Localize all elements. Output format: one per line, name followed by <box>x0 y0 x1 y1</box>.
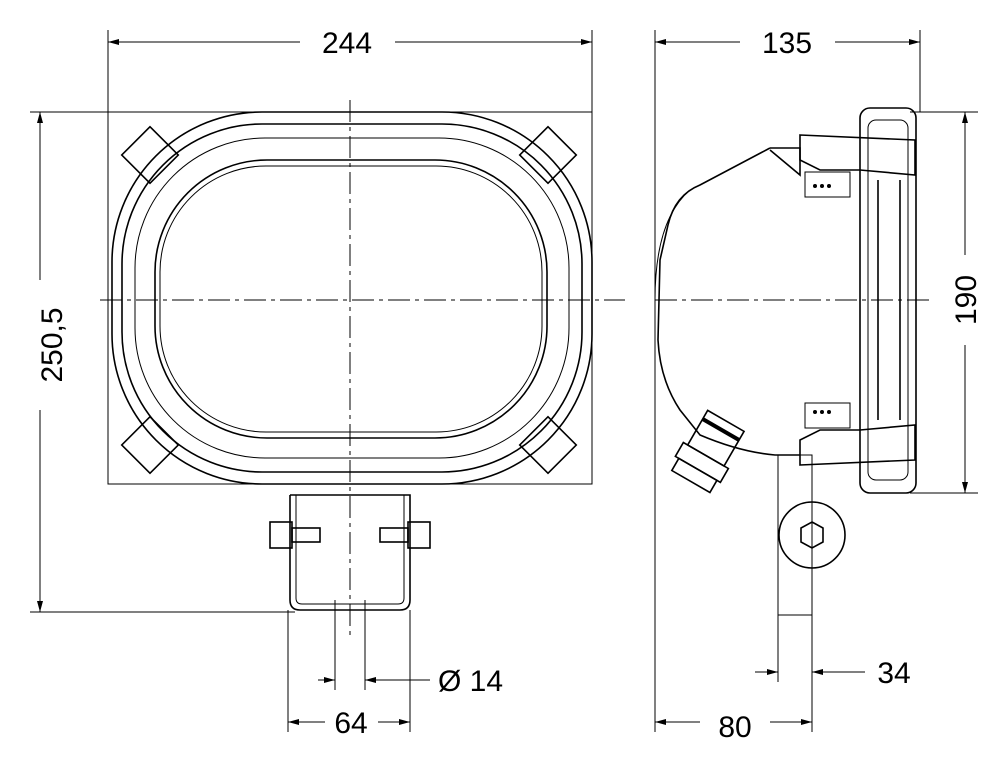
dim-front-height: 250,5 <box>36 307 69 382</box>
dim-front-width: 244 <box>322 27 372 60</box>
side-view <box>654 107 930 620</box>
dimension-lines <box>30 30 978 732</box>
dim-bracket-hole: Ø 14 <box>438 665 503 698</box>
dim-side-bracket-width: 34 <box>877 657 910 690</box>
dim-bracket-width: 64 <box>334 707 367 740</box>
dim-side-bracket-offset: 80 <box>718 711 751 744</box>
dimension-labels: 244 250,5 Ø 14 64 135 190 80 34 <box>36 27 983 744</box>
front-view <box>100 100 625 690</box>
dim-side-height: 190 <box>950 275 983 325</box>
dim-side-depth: 135 <box>762 27 812 60</box>
